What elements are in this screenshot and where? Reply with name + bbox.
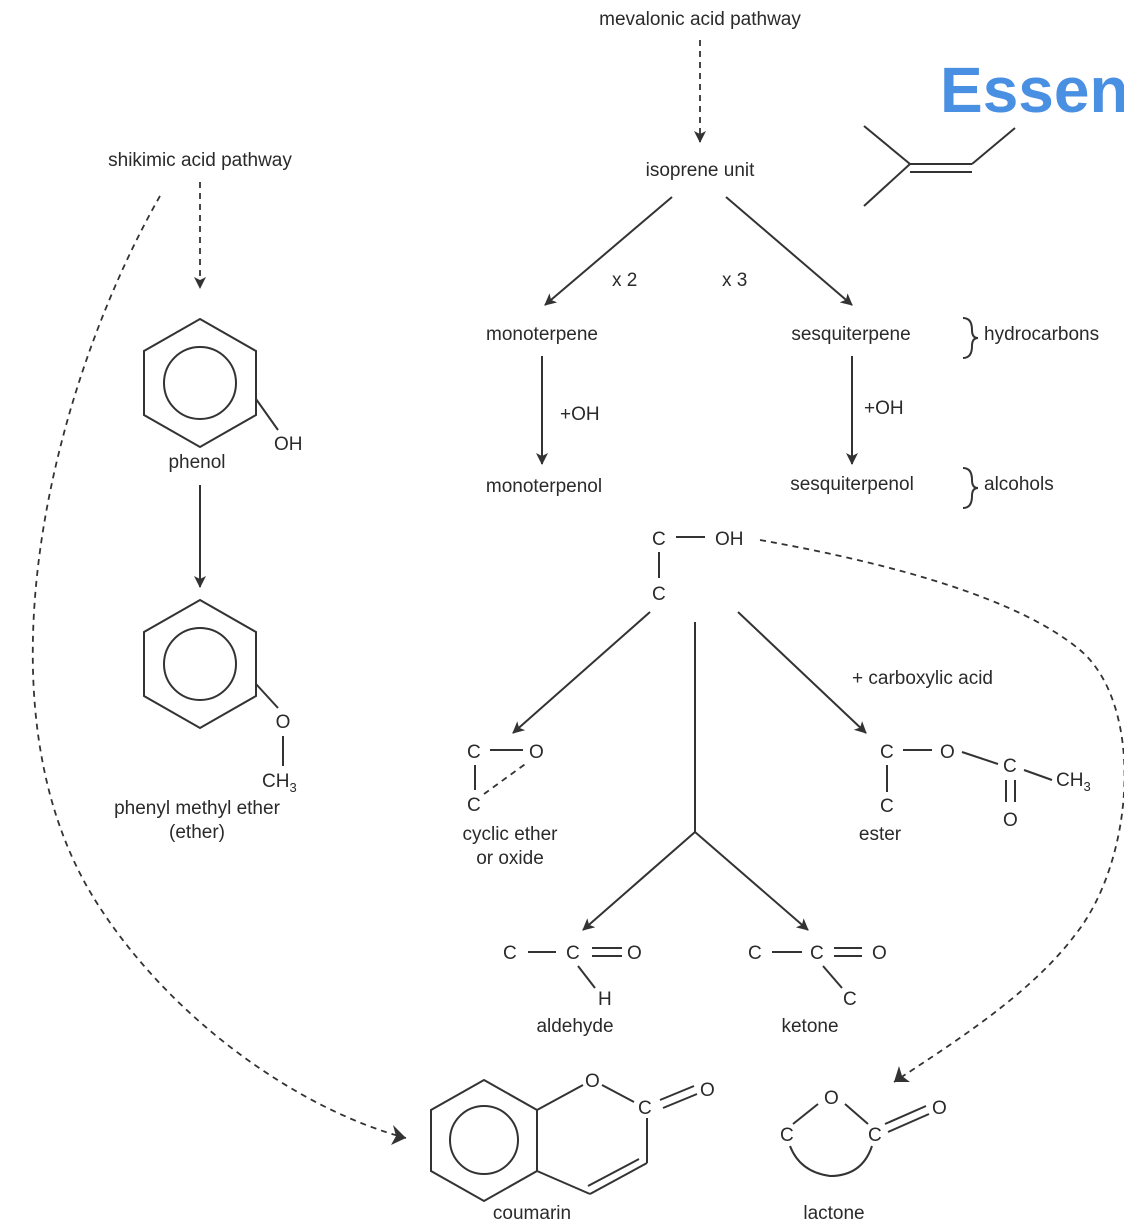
svg-text:C: C	[810, 943, 824, 964]
svg-text:O: O	[585, 1071, 600, 1092]
mevalonic-pathway-label: mevalonic acid pathway	[599, 9, 801, 30]
ketone-structure: C C O C	[748, 943, 887, 1010]
svg-text:CH3: CH3	[1056, 770, 1091, 794]
svg-text:C: C	[467, 795, 481, 816]
aldehyde-label: aldehyde	[536, 1016, 613, 1037]
lactone-structure: C O C O	[780, 1088, 947, 1178]
arrow-to-monoterpene	[544, 196, 673, 306]
svg-text:C: C	[652, 584, 666, 605]
svg-text:O: O	[932, 1098, 947, 1119]
carboxylic-acid-reagent-label: + carboxylic acid	[852, 668, 993, 689]
arrow-to-ester	[737, 611, 867, 734]
svg-text:C: C	[503, 943, 517, 964]
ether-sub-label: (ether)	[169, 822, 225, 843]
isoprene-unit-label: isoprene unit	[646, 160, 756, 181]
hydrocarbons-group-label: hydrocarbons	[984, 324, 1099, 345]
monoterpenol-label: monoterpenol	[486, 476, 602, 497]
svg-text:O: O	[824, 1088, 839, 1109]
multiplier-x2: x 2	[612, 270, 637, 291]
svg-text:C: C	[467, 742, 481, 763]
ester-structure: C O C CH3 O C	[880, 742, 1091, 831]
alcohols-group-label: alcohols	[984, 474, 1054, 495]
phenol-label: phenol	[168, 452, 225, 473]
ether-ring	[143, 598, 284, 766]
shikimic-pathway-label: shikimic acid pathway	[108, 150, 292, 171]
svg-text:O: O	[529, 742, 544, 763]
svg-text:C: C	[880, 796, 894, 817]
svg-text:C: C	[566, 943, 580, 964]
oxide-label: or oxide	[476, 848, 544, 869]
alcohol-to-lactone-dashed-curve	[759, 539, 1124, 1083]
svg-text:C: C	[880, 742, 894, 763]
svg-text:O: O	[700, 1080, 715, 1101]
svg-text:C: C	[780, 1125, 794, 1146]
coumarin-structure: O C O	[430, 1071, 715, 1203]
svg-text:C: C	[868, 1125, 882, 1146]
coumarin-arrowhead	[391, 1125, 406, 1145]
svg-text:C: C	[843, 989, 857, 1010]
alcohols-brace	[962, 467, 979, 509]
svg-text:C: C	[638, 1098, 652, 1119]
multiplier-x3: x 3	[722, 270, 747, 291]
shikimic-to-coumarin-dashed-curve	[31, 195, 407, 1139]
phenol-oh-text: OH	[274, 434, 303, 455]
lactone-label: lactone	[803, 1203, 864, 1224]
svg-text:O: O	[627, 943, 642, 964]
plus-oh-mono-label: +OH	[560, 404, 600, 425]
svg-text:H: H	[598, 989, 612, 1010]
isoprene-skeleton	[863, 125, 1016, 207]
lactone-arrowhead	[894, 1066, 910, 1082]
svg-text:C: C	[748, 943, 762, 964]
svg-text:O: O	[872, 943, 887, 964]
phenol-ring	[143, 317, 279, 449]
arrow-to-ketone	[694, 831, 809, 931]
coumarin-label: coumarin	[493, 1203, 571, 1224]
title-text: Essen	[940, 54, 1124, 126]
arrow-to-aldehyde	[582, 831, 696, 931]
ether-o-text: O	[276, 712, 291, 733]
sesquiterpene-label: sesquiterpene	[791, 324, 910, 345]
svg-text:O: O	[940, 742, 955, 763]
ketone-label: ketone	[781, 1016, 838, 1037]
hydrocarbons-brace	[962, 317, 979, 359]
arrow-to-cyclic-ether	[512, 611, 651, 734]
ether-ch3-text: CH3	[262, 771, 297, 795]
cyclic-ether-structure: C O C	[467, 742, 544, 816]
svg-text:OH: OH	[715, 529, 744, 550]
cyclic-ether-label: cyclic ether	[462, 824, 558, 845]
arrow-to-sesquiterpene	[725, 196, 853, 306]
svg-text:C: C	[1003, 756, 1017, 777]
phenyl-methyl-ether-label: phenyl methyl ether	[114, 798, 280, 819]
plus-oh-sesqui-label: +OH	[864, 398, 904, 419]
svg-text:O: O	[1003, 810, 1018, 831]
aldehyde-structure: C C O H	[503, 943, 642, 1010]
sesquiterpenol-label: sesquiterpenol	[790, 474, 914, 495]
monoterpene-label: monoterpene	[486, 324, 598, 345]
svg-text:C: C	[652, 529, 666, 550]
alcohol-core-structure: C OH C	[652, 529, 744, 605]
ester-label: ester	[859, 824, 902, 845]
